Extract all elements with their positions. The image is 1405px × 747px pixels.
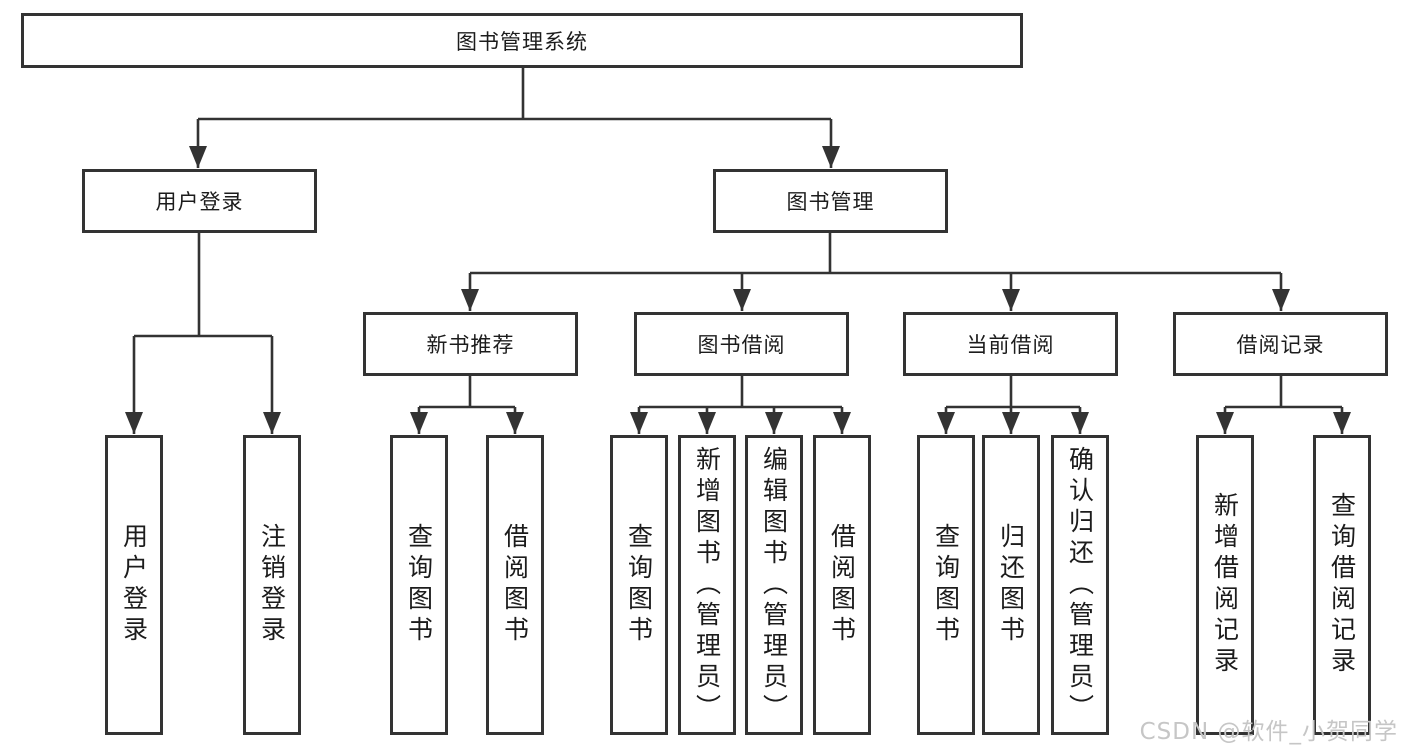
leaf-current-confirm-return: 确认归还（管理员） — [1051, 435, 1109, 735]
connector-new-books-split — [419, 376, 515, 409]
connector-user-login-split — [134, 233, 272, 338]
leaf-records-query: 查询借阅记录 — [1313, 435, 1371, 735]
leaf-user-login: 用户登录 — [105, 435, 163, 735]
connector-book-mgmt-split — [470, 233, 1281, 275]
leaf-newbooks-query-label: 查询图书 — [404, 523, 434, 647]
connector-root-split — [198, 68, 831, 121]
leaf-current-confirm-return-label: 确认归还（管理员） — [1065, 445, 1095, 725]
leaf-current-return: 归还图书 — [982, 435, 1040, 735]
leaf-borrow-query-label: 查询图书 — [624, 523, 654, 647]
leaf-borrow-add-book: 新增图书（管理员） — [678, 435, 736, 735]
node-borrow-records-label: 借阅记录 — [1236, 333, 1325, 357]
node-book-mgmt-label: 图书管理 — [786, 190, 875, 214]
leaf-records-add-label: 新增借阅记录 — [1210, 492, 1240, 678]
node-root: 图书管理系统 — [21, 13, 1023, 68]
connector-borrow-records-split — [1225, 376, 1342, 409]
node-current-borrow-label: 当前借阅 — [966, 333, 1055, 357]
leaf-newbooks-borrow: 借阅图书 — [486, 435, 544, 735]
leaf-current-return-label: 归还图书 — [996, 523, 1026, 647]
leaf-newbooks-query: 查询图书 — [390, 435, 448, 735]
node-new-books: 新书推荐 — [363, 312, 578, 376]
leaf-borrow-add-book-label: 新增图书（管理员） — [692, 445, 722, 725]
leaf-borrow-borrow-book-label: 借阅图书 — [827, 523, 857, 647]
node-book-mgmt: 图书管理 — [713, 169, 948, 233]
node-root-label: 图书管理系统 — [456, 29, 588, 54]
connector-drops — [125, 119, 1351, 434]
leaf-logout-label: 注销登录 — [257, 523, 287, 647]
leaf-borrow-borrow-book: 借阅图书 — [813, 435, 871, 735]
node-current-borrow: 当前借阅 — [903, 312, 1118, 376]
node-borrow-records: 借阅记录 — [1173, 312, 1388, 376]
leaf-newbooks-borrow-label: 借阅图书 — [500, 523, 530, 647]
connector-current-borrow-split — [946, 376, 1080, 409]
connector-book-borrow-split — [639, 376, 842, 409]
leaf-borrow-edit-book: 编辑图书（管理员） — [745, 435, 803, 735]
csdn-watermark: CSDN @软件_小贺同学 — [1139, 719, 1398, 745]
node-user-login: 用户登录 — [82, 169, 317, 233]
node-book-borrow: 图书借阅 — [634, 312, 849, 376]
leaf-current-query: 查询图书 — [917, 435, 975, 735]
leaf-logout: 注销登录 — [243, 435, 301, 735]
leaf-records-add: 新增借阅记录 — [1196, 435, 1254, 735]
node-new-books-label: 新书推荐 — [426, 333, 515, 357]
leaf-user-login-label: 用户登录 — [119, 523, 149, 647]
leaf-current-query-label: 查询图书 — [931, 523, 961, 647]
node-user-login-label: 用户登录 — [155, 190, 244, 214]
leaf-records-query-label: 查询借阅记录 — [1327, 492, 1357, 678]
leaf-borrow-query: 查询图书 — [610, 435, 668, 735]
node-book-borrow-label: 图书借阅 — [697, 333, 786, 357]
leaf-borrow-edit-book-label: 编辑图书（管理员） — [759, 445, 789, 725]
